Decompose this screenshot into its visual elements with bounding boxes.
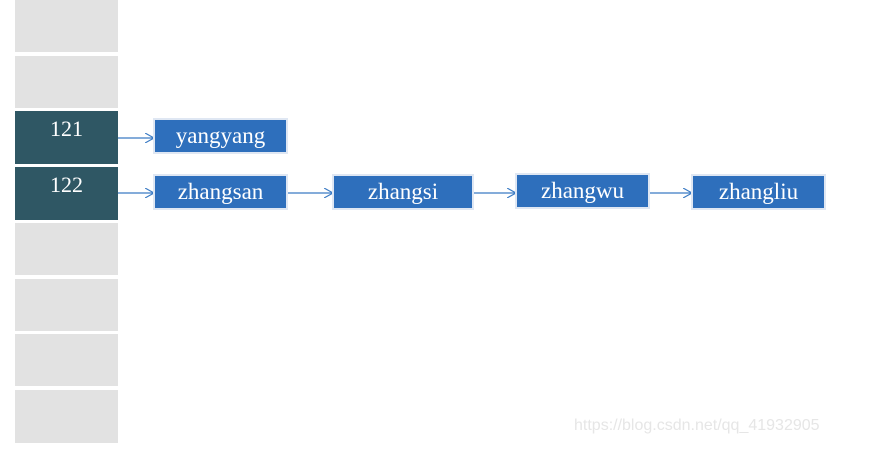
bucket-5 xyxy=(15,279,118,331)
bucket-6 xyxy=(15,334,118,386)
bucket-122: 122 xyxy=(15,167,118,220)
watermark: https://blog.csdn.net/qq_41932905 xyxy=(574,417,820,434)
node-zhangwu: zhangwu xyxy=(515,173,650,209)
node-yangyang: yangyang xyxy=(153,118,288,154)
node-zhangsan: zhangsan xyxy=(153,174,288,210)
node-zhangsi: zhangsi xyxy=(332,174,474,210)
bucket-4 xyxy=(15,223,118,275)
bucket-7 xyxy=(15,390,118,443)
bucket-1 xyxy=(15,56,118,108)
bucket-121: 121 xyxy=(15,111,118,164)
node-zhangliu: zhangliu xyxy=(691,174,826,210)
bucket-0 xyxy=(15,0,118,52)
